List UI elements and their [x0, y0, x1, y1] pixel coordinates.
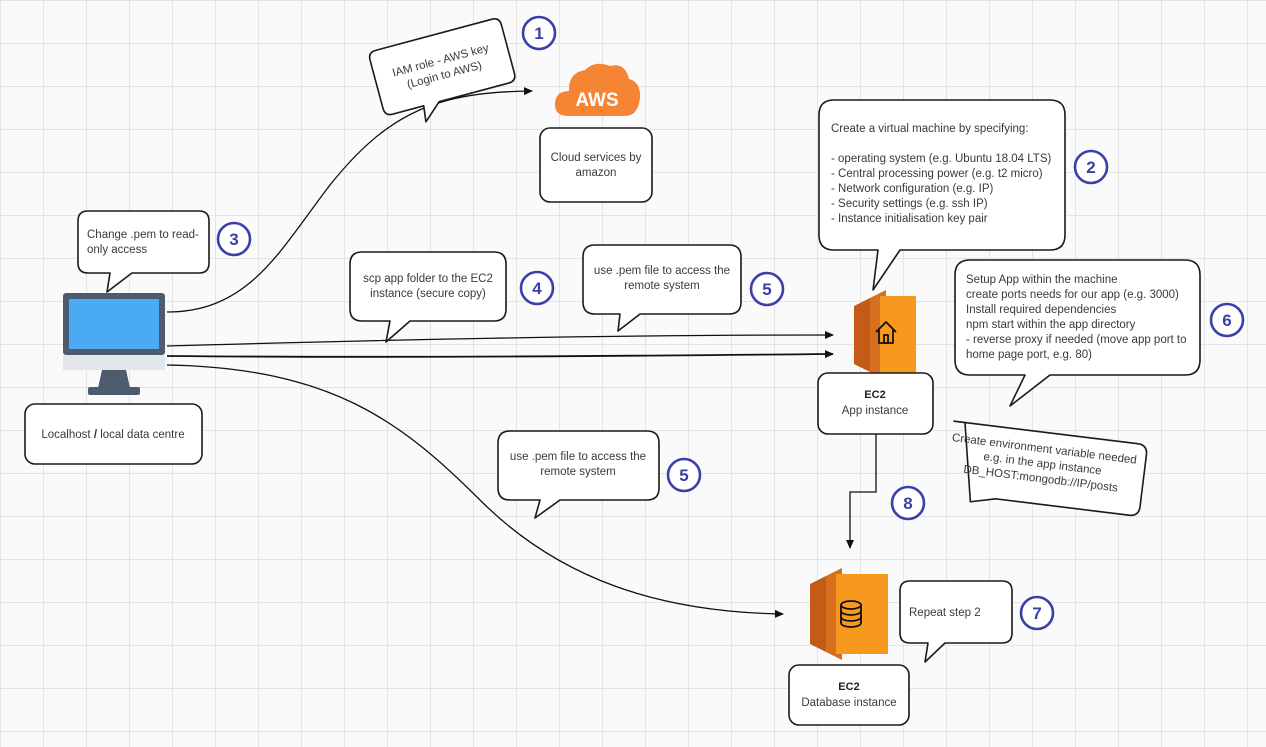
step-badge-3: 3	[216, 221, 252, 257]
callout-use-pem-app-line-2: remote system	[624, 280, 699, 292]
ec2-db-title: EC2	[838, 681, 859, 693]
aws-cloud-icon	[554, 63, 641, 116]
svg-text:4: 4	[532, 279, 542, 298]
home-icon	[875, 321, 897, 344]
step-badge-8: 8	[890, 485, 926, 521]
callout-create-vm: Create a virtual machine by specifying: …	[818, 99, 1066, 291]
callout-use-pem-app: use .pem file to access the remote syste…	[582, 244, 742, 332]
step-badge-5-app: 5	[749, 271, 785, 307]
callout-scp: scp app folder to the EC2 instance (secu…	[349, 251, 507, 343]
callout-create-vm-line-1: Create a virtual machine by specifying:	[831, 123, 1029, 135]
callout-scp-line-1: scp app folder to the EC2	[363, 273, 493, 285]
callout-use-pem-db-line-1: use .pem file to access the	[510, 451, 646, 463]
svg-text:5: 5	[679, 466, 688, 485]
ec2-db-icon	[810, 568, 888, 660]
callout-setup-app-line-1: Setup App within the machine	[966, 274, 1118, 286]
step-badge-6: 6	[1209, 302, 1245, 338]
ec2-app-title: EC2	[864, 389, 885, 401]
svg-text:2: 2	[1086, 158, 1095, 177]
monitor-icon	[63, 293, 165, 395]
svg-text:6: 6	[1222, 311, 1231, 330]
callout-env-var: Create environment variable needed e.g. …	[951, 420, 1148, 517]
connector-app-to-db	[846, 434, 877, 549]
callout-setup-app-line-5: - reverse proxy if needed (move app port…	[966, 334, 1187, 346]
step-badge-2: 2	[1073, 149, 1109, 185]
callout-setup-app-line-4: npm start within the app directory	[966, 319, 1136, 331]
callout-create-vm-line-6: - Security settings (e.g. ssh IP)	[831, 198, 988, 210]
callout-use-pem-app-line-1: use .pem file to access the	[594, 265, 730, 277]
callout-create-vm-line-4: - Central processing power (e.g. t2 micr…	[831, 168, 1043, 180]
callout-change-pem: Change .pem to read- only access	[77, 210, 210, 293]
callout-setup-app: Setup App within the machine create port…	[954, 259, 1201, 407]
localhost-label: Localhost / local data centre	[41, 429, 184, 441]
callout-use-pem-db-line-2: remote system	[540, 466, 615, 478]
step-badge-1: 1	[521, 15, 557, 51]
callout-iam-role: IAM role - AWS key (Login to AWS)	[368, 18, 516, 123]
ec2-db-label-box: EC2 Database instance	[788, 664, 910, 726]
step-badge-4: 4	[519, 270, 555, 306]
svg-text:1: 1	[534, 24, 543, 43]
aws-logo-text: AWS	[575, 90, 618, 111]
callout-change-pem-line-1: Change .pem to read-	[87, 229, 199, 241]
step-badge-5-db: 5	[666, 457, 702, 493]
ec2-app-subtitle: App instance	[842, 405, 909, 417]
aws-logo: AWS	[554, 63, 641, 116]
localhost-label-box: Localhost / local data centre	[24, 403, 203, 465]
callout-setup-app-line-3: Install required dependencies	[966, 304, 1116, 316]
callout-setup-app-line-2: create ports needs for our app (e.g. 300…	[966, 289, 1179, 301]
ec2-app-label-box: EC2 App instance	[817, 372, 934, 435]
svg-text:7: 7	[1032, 604, 1041, 623]
callout-setup-app-line-6: home page port, e.g. 80)	[966, 349, 1092, 361]
callout-repeat: Repeat step 2	[899, 580, 1013, 663]
ec2-db-subtitle: Database instance	[801, 697, 896, 709]
aws-label-box: Cloud services by amazon	[539, 127, 653, 203]
connector-localhost-to-aws	[166, 87, 533, 313]
callout-use-pem-db: use .pem file to access the remote syste…	[497, 430, 660, 519]
aws-label-line-2: amazon	[576, 167, 617, 179]
callout-repeat-line-1: Repeat step 2	[909, 607, 981, 619]
svg-text:5: 5	[762, 280, 771, 299]
callout-create-vm-line-5: - Network configuration (e.g. IP)	[831, 183, 994, 195]
callout-create-vm-line-7: - Instance initialisation key pair	[831, 213, 988, 225]
callout-change-pem-line-2: only access	[87, 244, 147, 256]
connector-scp-to-app	[166, 331, 834, 347]
connector-pem-to-app	[166, 350, 834, 359]
svg-text:8: 8	[903, 494, 912, 513]
connector-localhost-to-db	[166, 364, 784, 618]
aws-label-line-1: Cloud services by	[551, 152, 642, 164]
database-icon	[840, 600, 862, 628]
ec2-app-icon	[854, 290, 916, 380]
callout-create-vm-line-3: - operating system (e.g. Ubuntu 18.04 LT…	[831, 153, 1051, 165]
svg-text:3: 3	[229, 230, 238, 249]
callout-scp-line-2: instance (secure copy)	[370, 288, 486, 300]
step-badge-7: 7	[1019, 595, 1055, 631]
